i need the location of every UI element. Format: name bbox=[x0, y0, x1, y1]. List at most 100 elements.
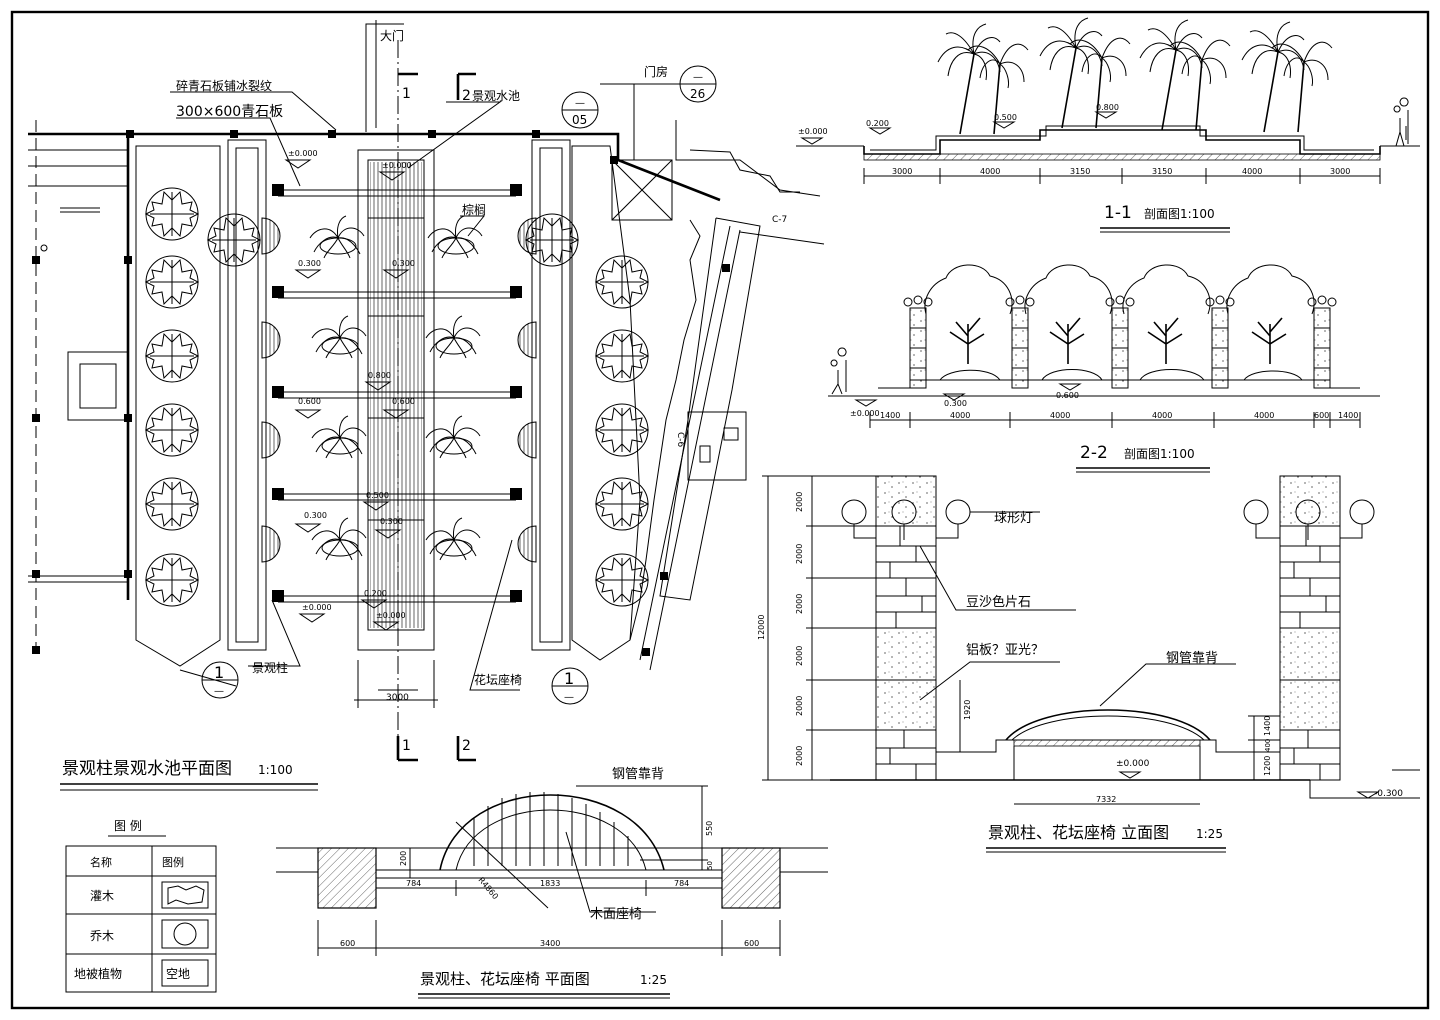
seat-dim-mid: 1833 bbox=[540, 879, 560, 888]
cracked-stone-label: 碎青石板铺冰裂纹 bbox=[176, 78, 272, 93]
s22-dim: 600 bbox=[1314, 411, 1329, 420]
elev-level-0: ±0.000 bbox=[1116, 759, 1150, 769]
elev-vdim: 2000 bbox=[795, 594, 804, 614]
level-label: 0.300 bbox=[304, 511, 327, 520]
column-label: 景观柱 bbox=[252, 660, 288, 675]
level-label: 0.600 bbox=[392, 397, 415, 406]
seat-dim-bottom: 600 bbox=[340, 939, 355, 948]
section-2-2-title: 2-2 剖面图1:100 bbox=[1076, 443, 1210, 473]
svg-text:剖面图1:100: 剖面图1:100 bbox=[1144, 207, 1215, 221]
svg-text:1:100: 1:100 bbox=[258, 763, 293, 777]
elev-total: 12000 bbox=[757, 615, 766, 640]
s11-dim: 3150 bbox=[1070, 167, 1090, 176]
level-label: 0.500 bbox=[366, 491, 389, 500]
level-label: ±0.000 bbox=[302, 603, 332, 612]
elev-vdim: 2000 bbox=[795, 746, 804, 766]
s22-dim: 4000 bbox=[1254, 411, 1274, 420]
seat-vdim: 50 bbox=[706, 861, 714, 870]
s11-level: 0.200 bbox=[866, 119, 889, 128]
level-label: 0.800 bbox=[368, 371, 391, 380]
bubble-26-bottom: 26 bbox=[690, 87, 705, 101]
level-label: 0.600 bbox=[298, 397, 321, 406]
aluminum-label: 铝板？亚光？ bbox=[966, 643, 1044, 658]
bubble-05-top: — bbox=[575, 98, 585, 109]
section-mark-1-bottom: 1 bbox=[402, 738, 411, 754]
legend-row-name: 乔木 bbox=[90, 929, 114, 943]
seat-vdim: 200 bbox=[399, 851, 408, 866]
elev-vdim: 2000 bbox=[795, 544, 804, 564]
s11-dim: 3000 bbox=[1330, 167, 1350, 176]
s11-dim: 3000 bbox=[892, 167, 912, 176]
sheet-border bbox=[10, 10, 1430, 1010]
seat-vdim: 550 bbox=[705, 821, 714, 836]
elev-backrest-label: 钢管靠背 bbox=[1166, 651, 1218, 666]
svg-text:1:25: 1:25 bbox=[1196, 827, 1223, 841]
s11-dim: 4000 bbox=[980, 167, 1000, 176]
level-label: 0.300 bbox=[392, 259, 415, 268]
elevation-drawing bbox=[762, 475, 1420, 805]
section-mark-2-bottom: 2 bbox=[462, 738, 471, 754]
pool-plan-drawing bbox=[28, 20, 825, 762]
elev-small: 400 bbox=[1264, 739, 1272, 752]
s11-dim: 3150 bbox=[1152, 167, 1172, 176]
level-label: ±0.000 bbox=[288, 149, 318, 158]
s22-dim: 1400 bbox=[1338, 411, 1358, 420]
level-label: 0.300 bbox=[298, 259, 321, 268]
tree-icon bbox=[173, 922, 197, 946]
s22-dim: 4000 bbox=[1152, 411, 1172, 420]
elev-level-neg: -0.300 bbox=[1374, 789, 1403, 799]
svg-text:景观柱、花坛座椅 立面图: 景观柱、花坛座椅 立面图 bbox=[988, 823, 1169, 842]
section-2-2-drawing bbox=[828, 264, 1380, 428]
bubble-1a-top: 1 bbox=[214, 663, 224, 682]
bubble-1b-top: 1 bbox=[564, 669, 574, 688]
s11-level: 0.800 bbox=[1096, 103, 1119, 112]
legend-table: 图 例 名称 图例 灌木 乔木 地被植物 空地 bbox=[65, 819, 217, 993]
elev-vdim: 2000 bbox=[795, 696, 804, 716]
level-label: ±0.000 bbox=[376, 611, 406, 620]
s22-level: 0.600 bbox=[1056, 391, 1079, 400]
s22-dim: 4000 bbox=[1050, 411, 1070, 420]
s22-dim: 4000 bbox=[950, 411, 970, 420]
pool-label: 景观水池 bbox=[472, 89, 520, 103]
ground-cover-symbol: 空地 bbox=[166, 967, 190, 981]
svg-text:景观柱、花坛座椅 平面图: 景观柱、花坛座椅 平面图 bbox=[420, 970, 590, 988]
elev-small: 1200 bbox=[1263, 756, 1272, 776]
seat-plan-title: 景观柱、花坛座椅 平面图 1:25 bbox=[418, 970, 670, 999]
bubble-1b-bottom: — bbox=[564, 692, 574, 703]
seat-plan-drawing bbox=[276, 785, 828, 956]
level-label: 0.300 bbox=[380, 517, 403, 526]
elev-small: 1400 bbox=[1263, 716, 1272, 736]
bluestone-label: 300×600青石板 bbox=[176, 104, 283, 120]
palm-label: 棕榈 bbox=[462, 202, 486, 217]
legend-row-name: 地被植物 bbox=[74, 966, 122, 981]
s22-level: 0.300 bbox=[944, 399, 967, 408]
shrub-icon bbox=[167, 885, 205, 905]
svg-text:2-2: 2-2 bbox=[1080, 443, 1108, 463]
level-label: ±0.000 bbox=[382, 161, 412, 170]
svg-text:1:25: 1:25 bbox=[640, 973, 667, 987]
seat-dim-bottom: 3400 bbox=[540, 939, 560, 948]
c7-label: C-7 bbox=[772, 215, 787, 225]
section-mark-2-top: 2 bbox=[462, 88, 471, 104]
legend-row-name: 灌木 bbox=[90, 889, 114, 903]
legend-header-name: 名称 bbox=[90, 855, 112, 869]
s11-level: 0.500 bbox=[994, 113, 1017, 122]
section-1-1-title: 1-1 剖面图1:100 bbox=[1100, 203, 1230, 233]
svg-text:景观柱景观水池平面图: 景观柱景观水池平面图 bbox=[62, 759, 232, 779]
planter-seat-label: 花坛座椅 bbox=[474, 672, 522, 687]
section-1-1-drawing bbox=[796, 17, 1420, 184]
stone-label: 豆沙色片石 bbox=[966, 594, 1031, 610]
s22-dim: 1400 bbox=[880, 411, 900, 420]
elev-width: 7332 bbox=[1096, 795, 1116, 804]
seat-dim-mid: 784 bbox=[674, 879, 689, 888]
plan-title: 景观柱景观水池平面图 1:100 bbox=[60, 759, 318, 791]
elev-vdim: 2000 bbox=[795, 492, 804, 512]
seat-dim-mid: 784 bbox=[406, 879, 421, 888]
elev-small: 1920 bbox=[963, 700, 972, 720]
bubble-26-top: — bbox=[693, 72, 703, 83]
gatehouse-label: 门房 bbox=[644, 64, 668, 79]
seat-dim-bottom: 600 bbox=[744, 939, 759, 948]
gate-label: 大门 bbox=[380, 28, 404, 43]
s11-level: ±0.000 bbox=[798, 127, 828, 136]
